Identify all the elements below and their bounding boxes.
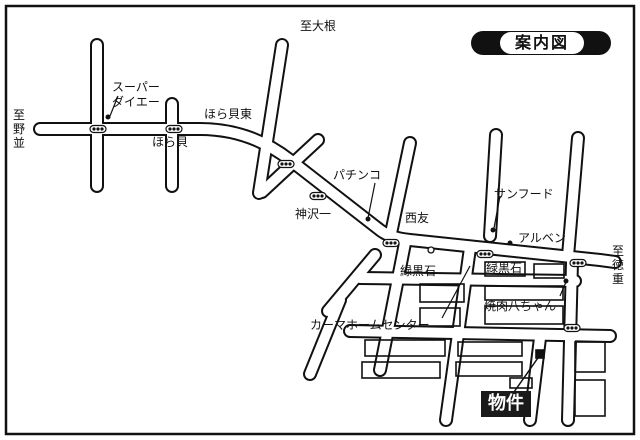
label-kanzawa-ichi: 神沢一	[295, 207, 332, 221]
label-to-tokushige: 至徳重	[611, 244, 624, 286]
leader-lines	[109, 95, 567, 319]
property-pointer	[513, 354, 541, 393]
label-midorikuroishi-1: 緑黒石	[400, 264, 437, 278]
label-aruben: アルベン	[518, 231, 566, 245]
label-horagai-higashi: ほら貝東	[204, 107, 253, 121]
map-title: 案内図	[500, 32, 584, 54]
label-seiyu: 西友	[405, 211, 430, 225]
landmark-points	[105, 114, 569, 284]
label-to-oone: 至大根	[300, 19, 337, 33]
label-midorikuroishi-2: 緑黒石	[486, 261, 523, 275]
label-yakiniku: 焼肉八ちゃん	[484, 299, 557, 313]
label-to-nogami: 至野並	[12, 108, 25, 150]
property-label: 物件	[481, 391, 531, 417]
label-pachinko: パチンコ	[333, 168, 382, 182]
label-horagai: ほら貝	[152, 135, 189, 149]
label-kama-home: カーマホームセンター	[310, 318, 430, 332]
map-frame	[4, 4, 636, 436]
town-blocks	[361, 261, 606, 417]
landmark-open-point	[427, 246, 435, 254]
label-sunfood: サンフード	[494, 187, 554, 201]
label-super-daiei: スーパーダイエー	[112, 80, 160, 109]
